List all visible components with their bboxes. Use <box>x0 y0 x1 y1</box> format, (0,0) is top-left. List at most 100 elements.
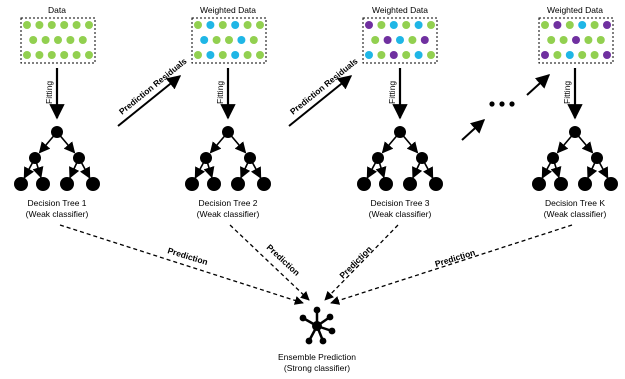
data-point <box>29 36 38 44</box>
prediction-arrow-1 <box>59 224 304 305</box>
data-point <box>85 51 93 59</box>
tree-internal-node <box>244 152 256 164</box>
data-point <box>584 36 593 44</box>
tree-root-node <box>51 126 63 138</box>
data-points-k <box>541 21 611 59</box>
fitting-label-k: Fitting <box>562 81 572 104</box>
decision-tree-k <box>532 126 618 191</box>
data-point <box>408 36 417 44</box>
data-point <box>553 21 562 29</box>
prediction-arrow-3 <box>324 224 399 301</box>
data-point <box>23 51 31 59</box>
data-point <box>427 21 435 29</box>
ensemble-network-icon <box>299 306 336 345</box>
data-point <box>547 36 556 44</box>
tree-leaf-node <box>604 177 618 191</box>
data-title-2: Weighted Data <box>200 5 256 15</box>
data-point <box>54 36 62 44</box>
tree-name-3: Decision Tree 3 <box>370 198 429 208</box>
fitting-label-3: Fitting <box>387 81 397 104</box>
ellipsis-dots <box>489 101 515 107</box>
data-point <box>206 21 215 29</box>
residual-label-1: Prediction Residuals <box>117 56 189 117</box>
data-point <box>383 36 392 44</box>
data-point <box>225 36 233 44</box>
data-point <box>72 51 81 59</box>
fitting-label-2: Fitting <box>215 81 225 104</box>
data-point <box>256 21 264 29</box>
data-point <box>402 21 411 29</box>
data-point <box>256 51 264 59</box>
data-point <box>402 51 411 59</box>
continuation-arrow <box>461 119 486 141</box>
decision-tree-3 <box>357 126 443 191</box>
tree-kind-2: (Weak classifier) <box>197 209 260 219</box>
data-point <box>85 21 93 29</box>
data-point <box>420 36 429 44</box>
data-point <box>194 51 202 59</box>
tree-root-node <box>394 126 406 138</box>
data-point <box>414 21 423 29</box>
data-point <box>603 21 611 29</box>
tree-root-node <box>569 126 581 138</box>
data-title-1: Data <box>48 5 66 15</box>
tree-internal-node <box>591 152 603 164</box>
data-title-k: Weighted Data <box>547 5 603 15</box>
residual-arrow-1 <box>117 75 182 127</box>
data-points-1 <box>23 21 93 59</box>
data-point <box>237 36 246 44</box>
ensemble-subtitle: (Strong classifier) <box>284 363 350 373</box>
data-box-2 <box>191 17 267 64</box>
data-point <box>565 51 574 59</box>
data-point <box>365 51 373 59</box>
fitting-label-1: Fitting <box>44 81 54 104</box>
data-point <box>590 51 599 59</box>
prediction-label-3: Prediction <box>337 244 373 280</box>
tree-kind-1: (Weak classifier) <box>26 209 89 219</box>
residual-arrow-2 <box>288 75 353 127</box>
tree-leaf-node <box>86 177 100 191</box>
data-points-2 <box>194 21 264 59</box>
tree-internal-node <box>200 152 212 164</box>
tree-leaf-node <box>403 177 417 191</box>
tree-leaf-node <box>36 177 50 191</box>
data-point <box>41 36 50 44</box>
tree-leaf-node <box>60 177 74 191</box>
data-point <box>365 21 373 29</box>
data-box-k <box>538 17 614 64</box>
tree-name-2: Decision Tree 2 <box>198 198 257 208</box>
data-point <box>578 21 587 29</box>
data-point <box>249 36 258 44</box>
data-point <box>243 21 252 29</box>
tree-leaf-node <box>532 177 546 191</box>
data-points-3 <box>365 21 435 59</box>
data-point <box>559 36 568 44</box>
data-point <box>371 36 380 44</box>
data-title-3: Weighted Data <box>372 5 428 15</box>
data-point <box>218 21 227 29</box>
tree-leaf-node <box>578 177 592 191</box>
data-point <box>47 51 56 59</box>
data-point <box>78 36 87 44</box>
data-point <box>603 51 611 59</box>
data-point <box>377 51 386 59</box>
data-point <box>396 36 404 44</box>
tree-leaf-node <box>554 177 568 191</box>
data-point <box>427 51 435 59</box>
data-point <box>389 51 398 59</box>
data-point <box>596 36 605 44</box>
tree-leaf-node <box>357 177 371 191</box>
ensemble-title: Ensemble Prediction <box>278 352 356 362</box>
data-point <box>541 51 549 59</box>
data-point <box>35 21 44 29</box>
prediction-label-k: Prediction <box>434 247 477 269</box>
tree-name-k: Decision Tree K <box>545 198 605 208</box>
tree-leaf-node <box>207 177 221 191</box>
tree-internal-node <box>29 152 41 164</box>
tree-internal-node <box>372 152 384 164</box>
data-point <box>206 51 215 59</box>
data-point <box>194 21 202 29</box>
prediction-label-2: Prediction <box>265 242 302 278</box>
